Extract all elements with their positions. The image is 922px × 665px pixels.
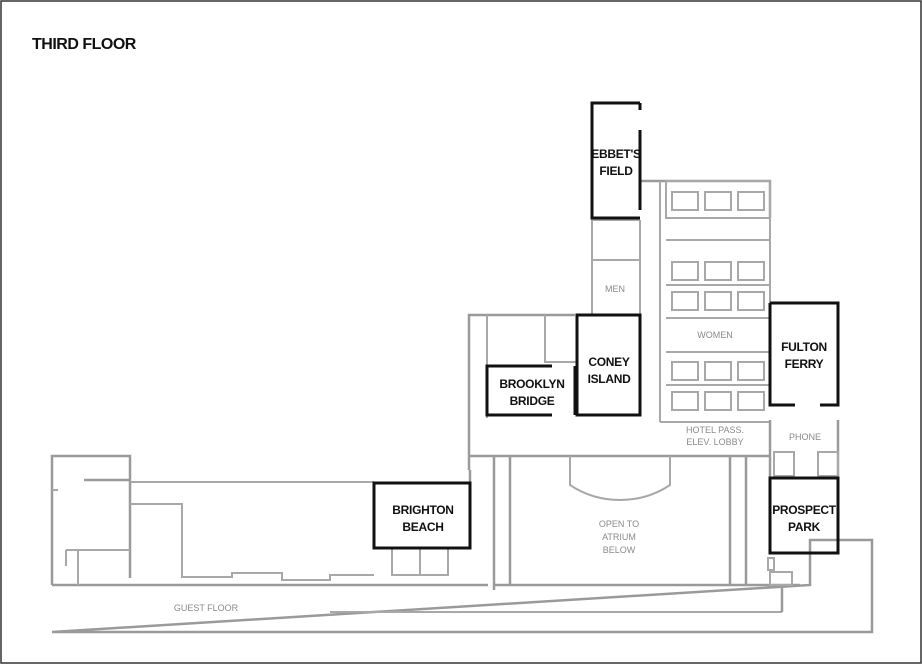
floor-title: THIRD FLOOR	[32, 36, 137, 53]
hotel-lobby-label-1: HOTEL PASS.	[686, 425, 744, 435]
coney-island-label-2: ISLAND	[588, 372, 632, 386]
brighton-beach-label-2: BEACH	[402, 520, 443, 534]
room-ebbets-field[interactable]: EBBET'S FIELD	[591, 147, 641, 178]
room-coney-island[interactable]: CONEY ISLAND	[588, 355, 632, 386]
atrium-label-3: BELOW	[603, 545, 636, 555]
atrium-label-1: OPEN TO	[599, 519, 639, 529]
prospect-park-label-2: PARK	[788, 520, 821, 534]
ebbets-field-label-2: FIELD	[599, 164, 633, 178]
brighton-beach-label-1: BRIGHTON	[392, 503, 453, 517]
women-restroom-label: WOMEN	[697, 330, 733, 340]
prospect-park-label-1: PROSPECT	[772, 503, 837, 517]
coney-island-label-1: CONEY	[588, 355, 629, 369]
building-walls	[50, 179, 874, 634]
fulton-ferry-label-1: FULTON	[781, 340, 827, 354]
brooklyn-bridge-label-1: BROOKLYN	[499, 377, 564, 391]
men-restroom-label: MEN	[605, 284, 625, 294]
ebbets-field-label-1: EBBET'S	[591, 147, 641, 161]
hotel-lobby-label-2: ELEV. LOBBY	[686, 437, 743, 447]
room-brighton-beach[interactable]: BRIGHTON BEACH	[392, 503, 454, 534]
room-brooklyn-bridge[interactable]: BROOKLYN BRIDGE	[499, 377, 564, 408]
atrium-label-2: ATRIUM	[602, 532, 636, 542]
fulton-ferry-label-2: FERRY	[785, 357, 824, 371]
meeting-rooms	[372, 101, 840, 555]
guest-floor-label: GUEST FLOOR	[174, 603, 239, 613]
phone-label: PHONE	[789, 432, 821, 442]
room-prospect-park[interactable]: PROSPECT PARK	[772, 503, 837, 534]
brooklyn-bridge-label-2: BRIDGE	[510, 394, 555, 408]
room-fulton-ferry[interactable]: FULTON FERRY	[781, 340, 827, 371]
